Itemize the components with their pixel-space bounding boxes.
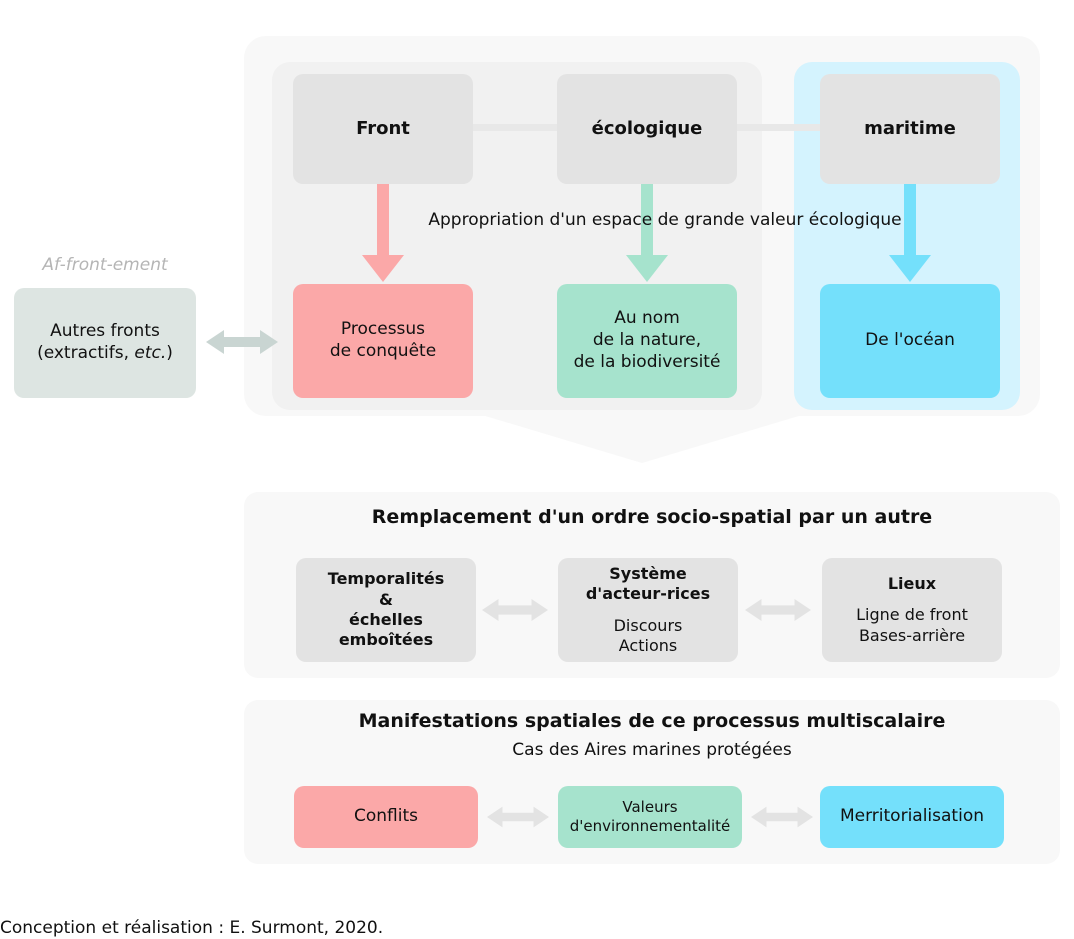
- aside-box-line2: (extractifs, etc.): [37, 343, 173, 363]
- middle-card-lieux-body1: Ligne de front: [856, 605, 968, 625]
- term-box-front[interactable]: Front: [293, 74, 473, 184]
- term-box-maritime[interactable]: maritime: [820, 74, 1000, 184]
- double-arrow-bottom-right-icon: [751, 802, 813, 832]
- double-arrow-aside-icon: [206, 326, 278, 358]
- term-box-ecologique[interactable]: écologique: [557, 74, 737, 184]
- middle-card-systeme-line1: Système: [609, 563, 687, 583]
- bottom-card-valeurs-line1: Valeurs: [622, 797, 678, 816]
- outcome-processus-line1: Processus: [340, 319, 426, 340]
- connector-ecologique-maritime: [734, 124, 824, 131]
- double-arrow-middle-left-icon: [482, 595, 548, 625]
- outcome-box-processus[interactable]: Processus de conquête: [293, 284, 473, 398]
- middle-card-temporalites-line3: échelles: [349, 610, 423, 629]
- middle-card-lieux-body2: Bases-arrière: [858, 625, 966, 645]
- middle-card-temporalites-line4: emboîtées: [338, 630, 434, 650]
- mid-caption: Appropriation d'un espace de grande vale…: [428, 210, 902, 230]
- middle-card-lieux[interactable]: Lieux Ligne de front Bases-arrière: [822, 558, 1002, 662]
- bottom-card-valeurs[interactable]: Valeurs d'environnementalité: [558, 786, 742, 848]
- aside-box-autres-fronts[interactable]: Autres fronts (extractifs, etc.): [14, 288, 196, 398]
- outcome-aunom-line2: de la nature,: [592, 330, 702, 351]
- arrow-ecologique-to-aunom: [626, 184, 668, 282]
- middle-card-temporalites[interactable]: Temporalités & échelles emboîtées: [296, 558, 476, 662]
- middle-panel-title: Remplacement d'un ordre socio-spatial pa…: [371, 506, 933, 528]
- aside-box-line1: Autres fronts: [50, 321, 160, 342]
- outcome-processus-line2: de conquête: [329, 341, 437, 361]
- outcome-box-aunom[interactable]: Au nom de la nature, de la biodiversité: [557, 284, 737, 398]
- double-arrow-bottom-left-icon: [487, 802, 549, 832]
- middle-card-systeme[interactable]: Système d'acteur-rices Discours Actions: [558, 558, 738, 662]
- outcome-box-ocean[interactable]: De l'océan: [820, 284, 1000, 398]
- bottom-card-valeurs-line2: d'environnementalité: [569, 817, 731, 835]
- bottom-panel-subtitle: Cas des Aires marines protégées: [512, 740, 792, 760]
- middle-card-systeme-line2: d'acteur-rices: [585, 584, 711, 604]
- aside-title: Af-front-ement: [42, 255, 168, 275]
- connector-front-ecologique: [470, 124, 560, 131]
- middle-card-systeme-body1: Discours: [613, 615, 683, 635]
- middle-card-lieux-line1: Lieux: [887, 573, 937, 593]
- funnel-connector: [482, 415, 802, 463]
- middle-card-temporalites-line2: &: [379, 589, 393, 609]
- bottom-card-conflits[interactable]: Conflits: [294, 786, 478, 848]
- arrow-front-to-processus: [362, 184, 404, 282]
- arrow-maritime-to-ocean: [889, 184, 931, 282]
- middle-card-systeme-body2: Actions: [618, 635, 678, 655]
- double-arrow-middle-right-icon: [745, 595, 811, 625]
- outcome-aunom-line3: de la biodiversité: [573, 351, 721, 372]
- bottom-card-merritorialisation[interactable]: Merritorialisation: [820, 786, 1004, 848]
- outcome-aunom-line1: Au nom: [614, 308, 680, 329]
- middle-card-temporalites-line1: Temporalités: [327, 569, 445, 589]
- bottom-panel-title: Manifestations spatiales de ce processus…: [358, 710, 946, 732]
- figure-caption: Conception et réalisation : E. Surmont, …: [0, 918, 384, 938]
